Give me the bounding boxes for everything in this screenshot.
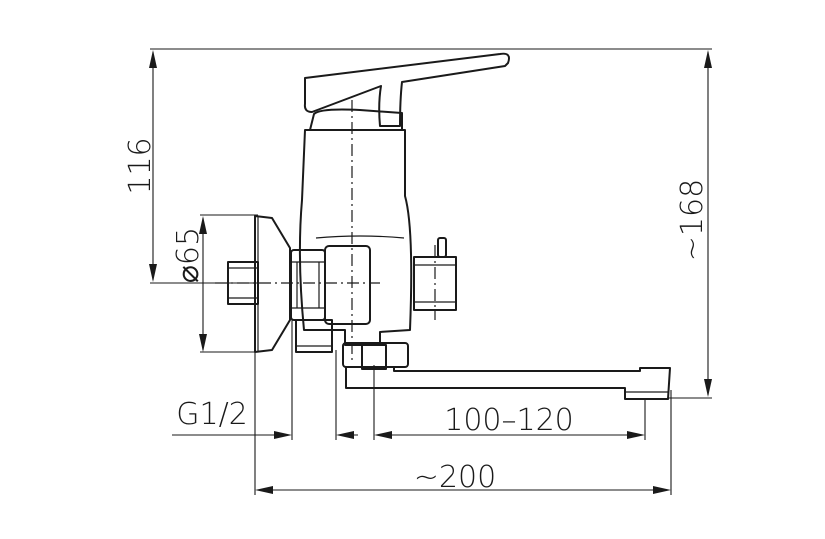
dimension-116-label: 116 <box>123 137 158 194</box>
dimension-spout-reach: 100–120 <box>374 403 645 439</box>
dimension-116: 116 <box>123 50 158 282</box>
dimension-168: ~168 <box>675 50 712 397</box>
wall-flange <box>254 215 291 353</box>
bottom-thread <box>295 319 333 353</box>
lever-handle <box>303 52 510 127</box>
dimension-spout-reach-label: 100–120 <box>444 403 574 438</box>
dimension-overall-length: ~200 <box>255 460 671 495</box>
hex-nut <box>290 249 326 321</box>
dimension-thread-label: G1/2 <box>176 397 248 432</box>
dimension-overall-length-label: ~200 <box>414 460 496 495</box>
faucet-outline <box>227 52 671 400</box>
dimension-flange-diameter-label: ⌀65 <box>171 227 206 283</box>
inlet-nipple <box>227 261 259 305</box>
dimension-168-label: ~168 <box>675 179 710 261</box>
spout-collar <box>342 342 409 368</box>
center-lines <box>215 100 436 360</box>
dimension-thread: G1/2 <box>172 397 358 439</box>
dimension-flange-diameter: ⌀65 <box>171 216 207 352</box>
spout <box>345 366 671 400</box>
cartridge-cap <box>309 108 403 131</box>
